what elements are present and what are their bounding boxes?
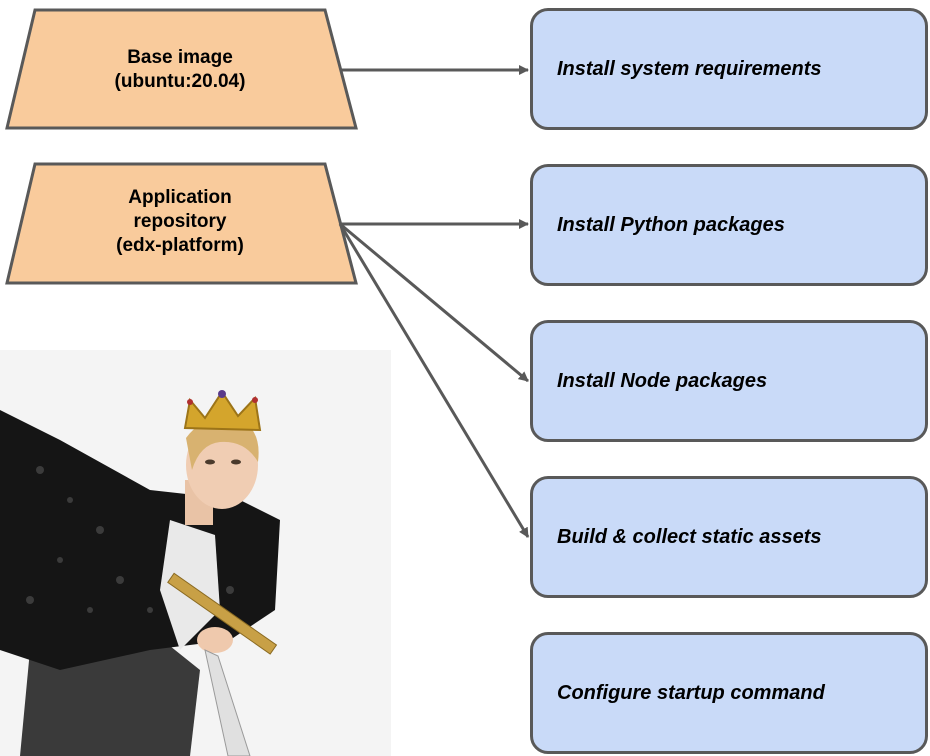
source-app-repo-line-3: (edx-platform) [116,235,244,256]
source-base-image-shape [5,8,358,130]
arrow-repo-to-static [338,223,530,538]
step-install-system-requirements: Install system requirements [530,8,928,130]
source-base-image-line-1: Base image [127,47,233,68]
step-configure-startup-command: Configure startup command [530,632,928,754]
arrow-repo-to-node [339,222,529,383]
source-app-repo-shape [5,162,358,285]
source-app-repo-line-1: Application [128,187,232,208]
sword-hilt-shape [167,572,278,655]
step-label: Install system requirements [557,57,822,80]
sword-blade-shape [204,649,251,756]
photo-crowned-figure [0,350,391,756]
step-label: Install Node packages [557,369,768,392]
step-label: Install Python packages [557,213,785,236]
step-label: Build & collect static assets [557,525,822,548]
hand-shape [197,627,233,653]
step-label: Configure startup command [557,681,825,704]
photo-illustration [0,350,391,756]
source-base-image-line-2: (ubuntu:20.04) [114,71,246,92]
source-base-image-label: Base image (ubuntu:20.04) [60,46,300,94]
source-app-repo-line-2: repository [133,211,227,232]
step-install-python-packages: Install Python packages [530,164,928,286]
hair-shape [186,418,259,470]
source-app-repo-label: Application repository (edx-platform) [60,186,300,258]
step-install-node-packages: Install Node packages [530,320,928,442]
step-build-static-assets: Build & collect static assets [530,476,928,598]
